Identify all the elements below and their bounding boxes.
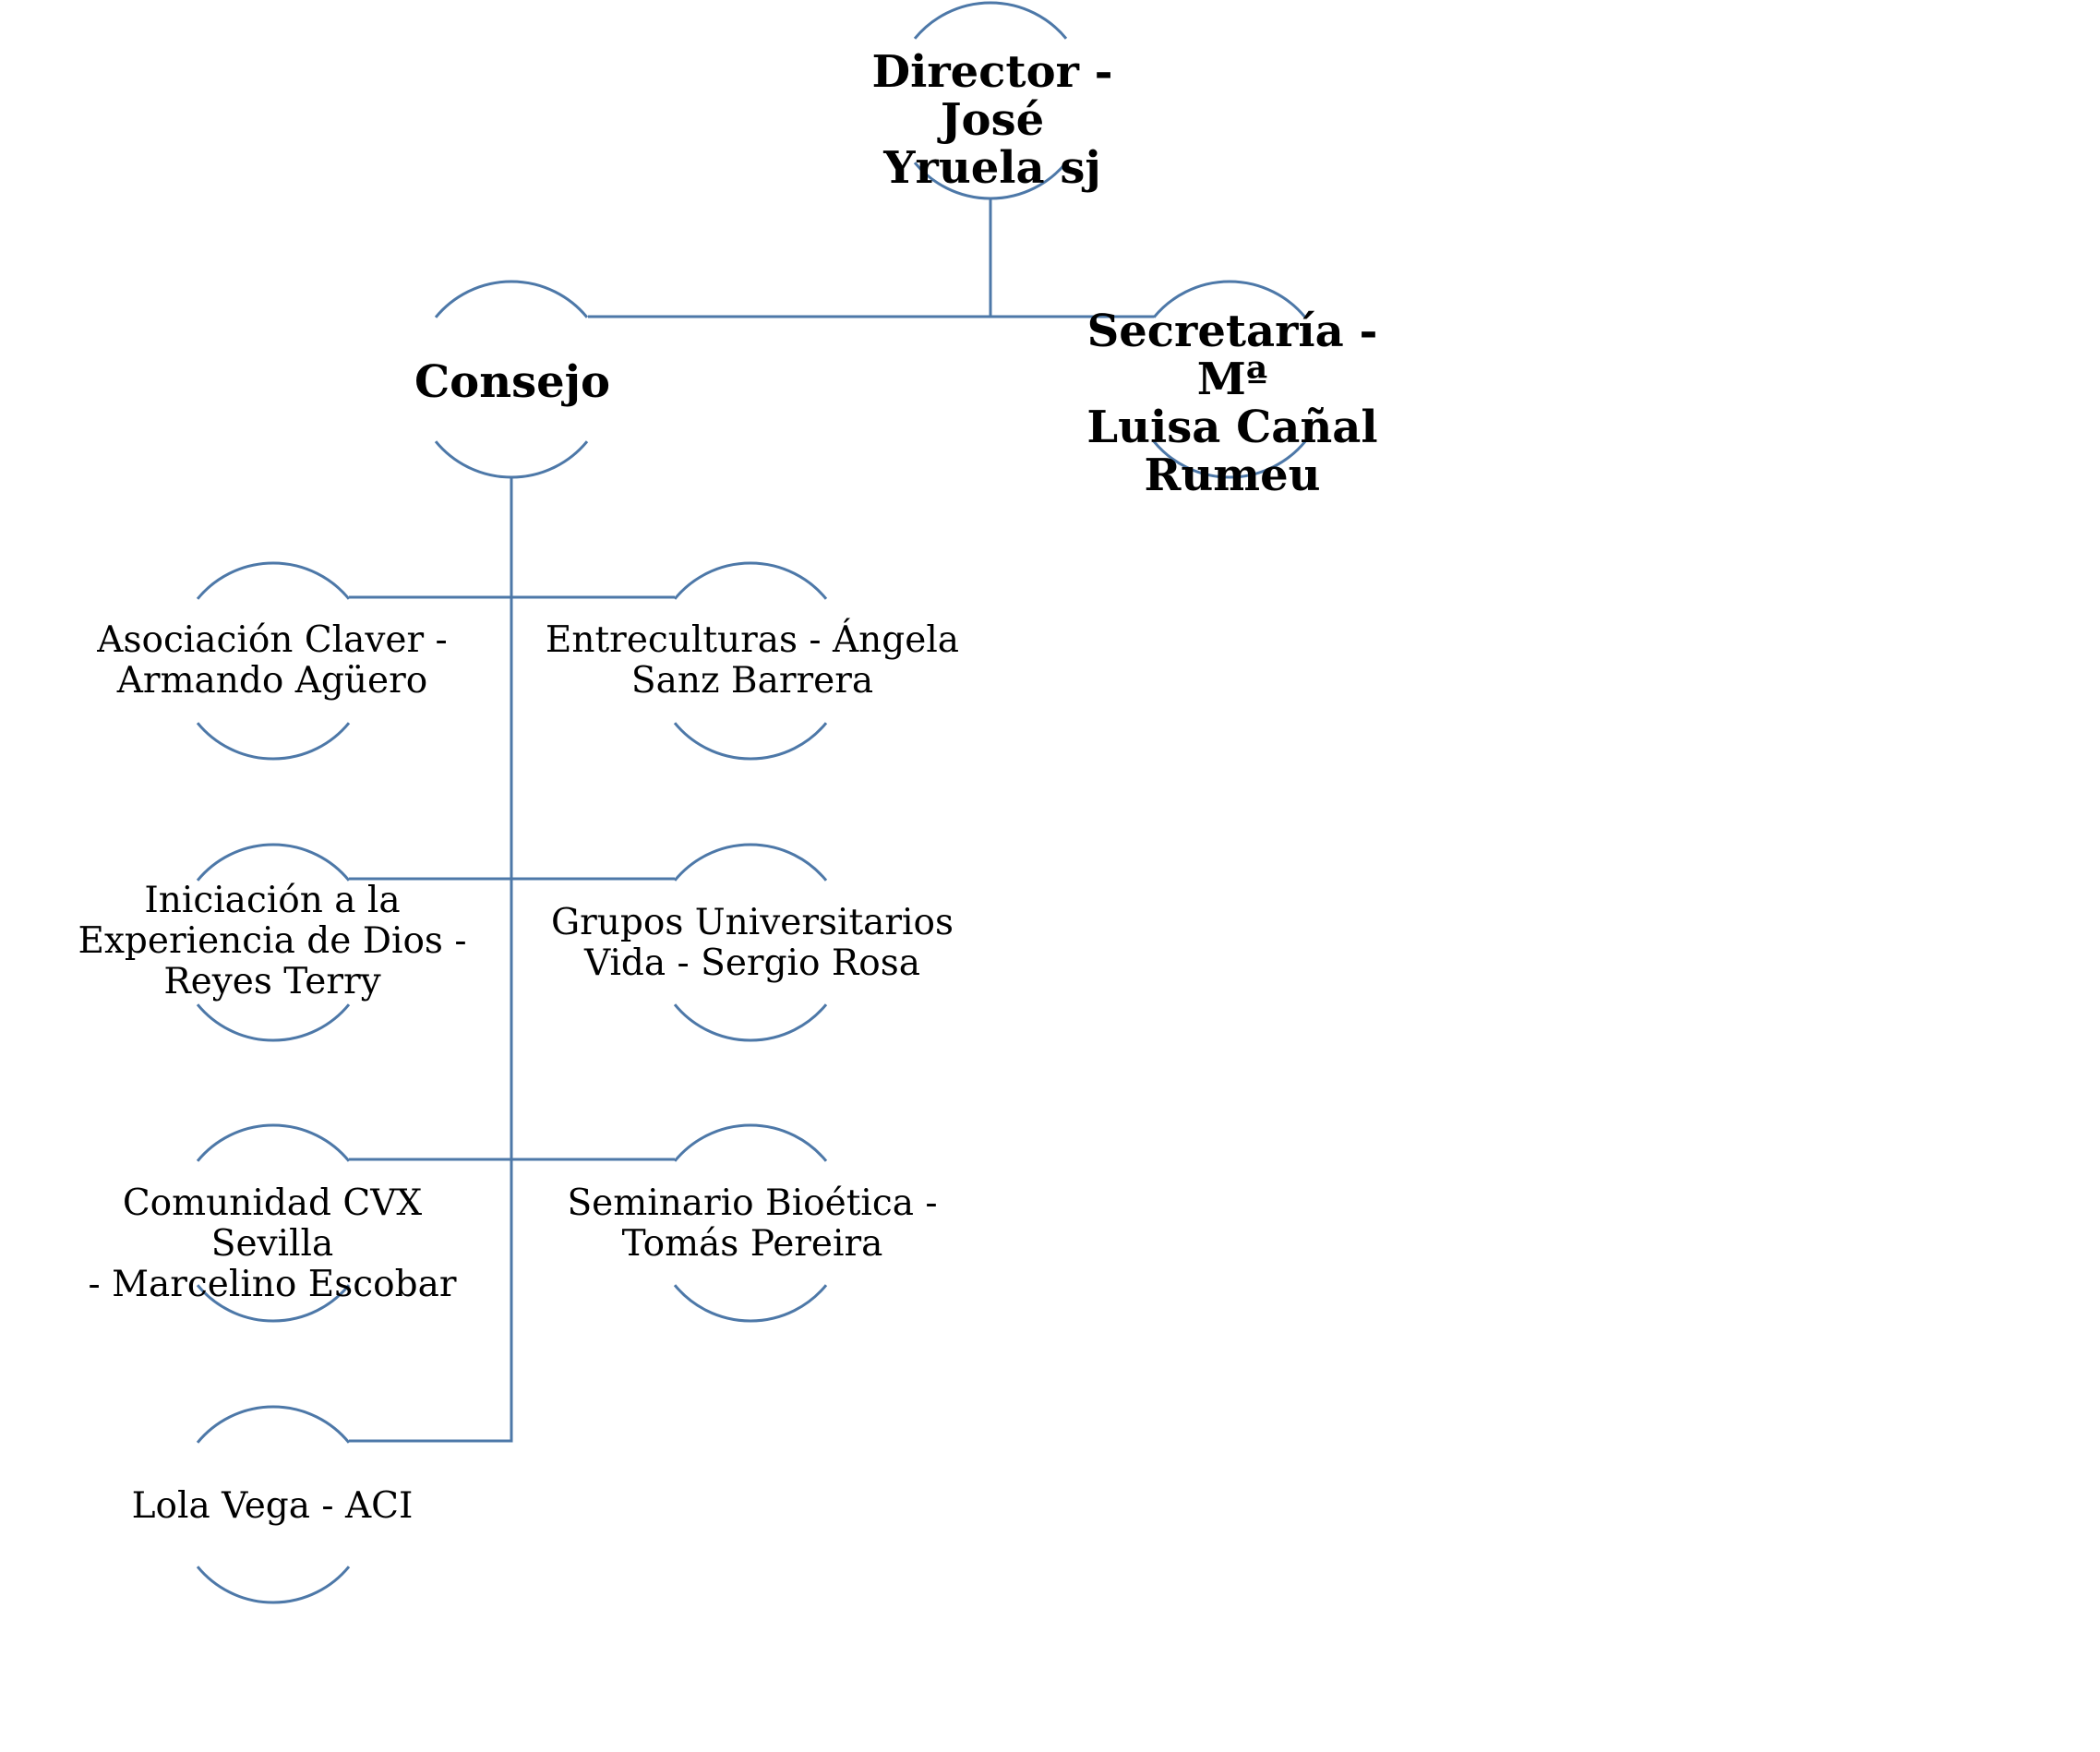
director-circle-bottom-arc [913,162,1068,200]
node-secretaria-label: Secretaría - Mª Luisa Cañal Rumeu [1086,306,1378,501]
node-circles [196,1,1307,1604]
consejo-circle-bottom-arc [434,440,589,479]
node-entreculturas-label: Entreculturas - Ángela Sanz Barrera [545,619,960,702]
node-consejo-label: Consejo [414,356,611,408]
connector-lines [349,198,1154,1443]
iniciacion-circle-top-arc [196,843,351,882]
grupos-universitarios-circle-top-arc [673,843,828,882]
node-iniciacion-label: Iniciación a la Experiencia de Dios - Re… [78,880,467,1002]
node-grupos-universitarios-label: Grupos Universitarios Vida - Sergio Rosa [550,902,954,984]
grupos-universitarios-circle-bottom-arc [673,1003,828,1042]
comunidad-cvx-circle-bottom-arc [196,1284,351,1323]
iniciacion-circle-bottom-arc [196,1003,351,1042]
consejo-circle-top-arc [434,280,589,318]
lola-vega-circle-bottom-arc [196,1566,351,1604]
entreculturas-circle-bottom-arc [673,722,828,761]
seminario-bioetica-circle-bottom-arc [673,1284,828,1323]
director-circle-top-arc [913,1,1068,40]
asociacion-claver-circle-bottom-arc [196,722,351,761]
asociacion-claver-circle-top-arc [196,561,351,600]
consejo-trunk-connector [349,477,513,1443]
node-asociacion-claver-label: Asociación Claver - Armando Agüero [97,619,448,702]
secretaria-circle-bottom-arc [1152,440,1307,479]
lola-vega-circle-top-arc [196,1405,351,1444]
comunidad-cvx-circle-top-arc [196,1123,351,1162]
entreculturas-circle-top-arc [673,561,828,600]
secretaria-circle-top-arc [1152,280,1307,318]
node-lola-vega-label: Lola Vega - ACI [131,1485,414,1527]
node-comunidad-cvx-label: Comunidad CVX Sevilla - Marcelino Escoba… [88,1182,457,1305]
seminario-bioetica-circle-top-arc [673,1123,828,1162]
node-seminario-bioetica-label: Seminario Bioética - Tomás Pereira [567,1182,938,1265]
node-director-label: Director - José Yruela sj [871,46,1113,194]
